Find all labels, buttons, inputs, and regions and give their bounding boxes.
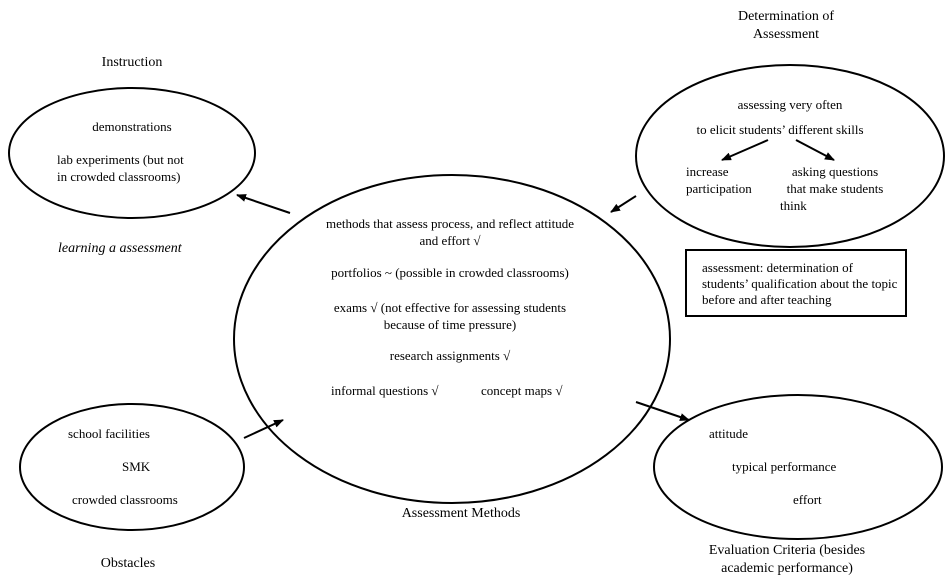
instruction-item-lab-experiments: lab experiments (but not bbox=[57, 152, 184, 167]
assessment-methods-ellipse bbox=[233, 174, 671, 504]
method-item-informal-questions: informal questions √ bbox=[331, 383, 439, 398]
determination-item-elicit: to elicit students’ different skills bbox=[696, 122, 864, 137]
branch-right-line2: that make students bbox=[786, 181, 884, 196]
obstacles-title: Obstacles bbox=[100, 556, 156, 571]
branch-left-line1: increase bbox=[686, 164, 729, 179]
arrow-methods-to-instruction bbox=[236, 194, 291, 214]
method-item-research: research assignments √ bbox=[389, 348, 511, 363]
arrow-branch-right bbox=[795, 139, 835, 161]
determination-title-line2: Assessment bbox=[752, 27, 820, 42]
determination-ellipse bbox=[635, 64, 945, 248]
evaluation-ellipse bbox=[653, 394, 943, 540]
arrow-branch-left bbox=[721, 139, 769, 161]
evaluation-title-line1: Evaluation Criteria (besides bbox=[708, 543, 866, 558]
evaluation-title-line2: academic performance) bbox=[721, 561, 853, 576]
method-item-concept-maps: concept maps √ bbox=[481, 383, 563, 398]
definition-box: assessment: determination of students’ q… bbox=[685, 249, 907, 317]
branch-left-line2: participation bbox=[686, 181, 752, 196]
obstacle-item-smk: SMK bbox=[122, 459, 151, 474]
method-item-portfolios: portfolios ~ (possible in crowded classr… bbox=[331, 265, 569, 280]
learning-assessment-note: learning a assessment bbox=[58, 241, 182, 256]
obstacle-item-crowded: crowded classrooms bbox=[72, 492, 178, 507]
obstacle-item-facilities: school facilities bbox=[68, 426, 150, 441]
method-item-effort: and effort √ bbox=[419, 233, 481, 248]
arrow-determination-to-methods bbox=[610, 195, 637, 213]
method-item-time-pressure: because of time pressure) bbox=[383, 317, 517, 332]
definition-text: assessment: determination of students’ q… bbox=[702, 260, 898, 307]
method-item-exams: exams √ (not effective for assessing stu… bbox=[333, 300, 567, 315]
determination-title-line1: Determination of bbox=[737, 9, 835, 24]
instruction-item-crowded: in crowded classrooms) bbox=[57, 169, 181, 184]
instruction-ellipse bbox=[8, 87, 256, 219]
method-item-process: methods that assess process, and reflect… bbox=[325, 216, 574, 231]
evaluation-item-attitude: attitude bbox=[709, 426, 748, 441]
arrow-obstacles-to-methods bbox=[243, 419, 284, 439]
arrow-methods-to-evaluation bbox=[635, 401, 690, 421]
obstacles-ellipse bbox=[19, 403, 245, 531]
assessment-methods-title: Assessment Methods bbox=[401, 506, 521, 521]
evaluation-item-effort: effort bbox=[793, 492, 822, 507]
determination-item-often: assessing very often bbox=[737, 97, 843, 112]
branch-right-line1: asking questions bbox=[791, 164, 879, 179]
instruction-item-demonstrations: demonstrations bbox=[92, 119, 172, 134]
instruction-title: Instruction bbox=[101, 55, 163, 70]
branch-right-line3: think bbox=[780, 198, 807, 213]
evaluation-item-typical: typical performance bbox=[732, 459, 837, 474]
